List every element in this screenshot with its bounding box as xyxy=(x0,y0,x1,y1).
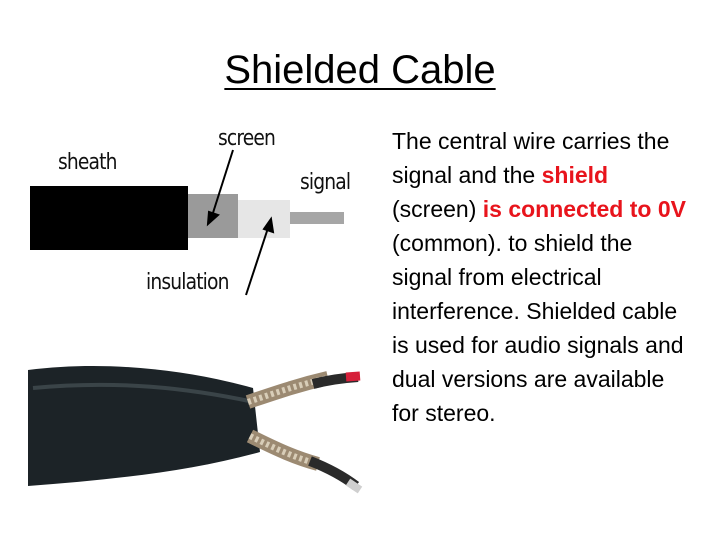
signal-core xyxy=(290,212,344,224)
cable-diagram-graphic xyxy=(30,149,344,296)
screen-arrow xyxy=(206,149,234,227)
slide-title: Shielded Cable xyxy=(224,48,496,92)
sheath-layer xyxy=(30,186,188,250)
description-part-2: (screen) xyxy=(392,196,483,222)
cable-photo-graphic xyxy=(28,366,363,494)
sheath-label: sheath xyxy=(58,150,118,175)
insulation-layer xyxy=(238,200,290,238)
shield-highlight: shield xyxy=(541,162,609,188)
description-part-1: The central wire carries the signal and … xyxy=(392,128,670,188)
upper-wire-red-tip xyxy=(345,371,361,382)
cable-cross-section-diagram: sheath screen signal insulation xyxy=(28,120,368,310)
lower-wire-tip xyxy=(345,478,363,494)
signal-label: signal xyxy=(300,170,351,195)
description-part-3: (common). to shield the signal from elec… xyxy=(392,230,684,426)
screen-label: screen xyxy=(218,126,276,151)
insulation-label: insulation xyxy=(146,270,229,295)
cable-jacket xyxy=(28,366,260,486)
dual-shielded-cable-photo xyxy=(28,340,368,510)
insulation-arrow xyxy=(245,216,275,296)
connected-highlight: is connected to 0V xyxy=(482,196,686,222)
cable-description: The central wire carries the signal and … xyxy=(392,124,692,430)
